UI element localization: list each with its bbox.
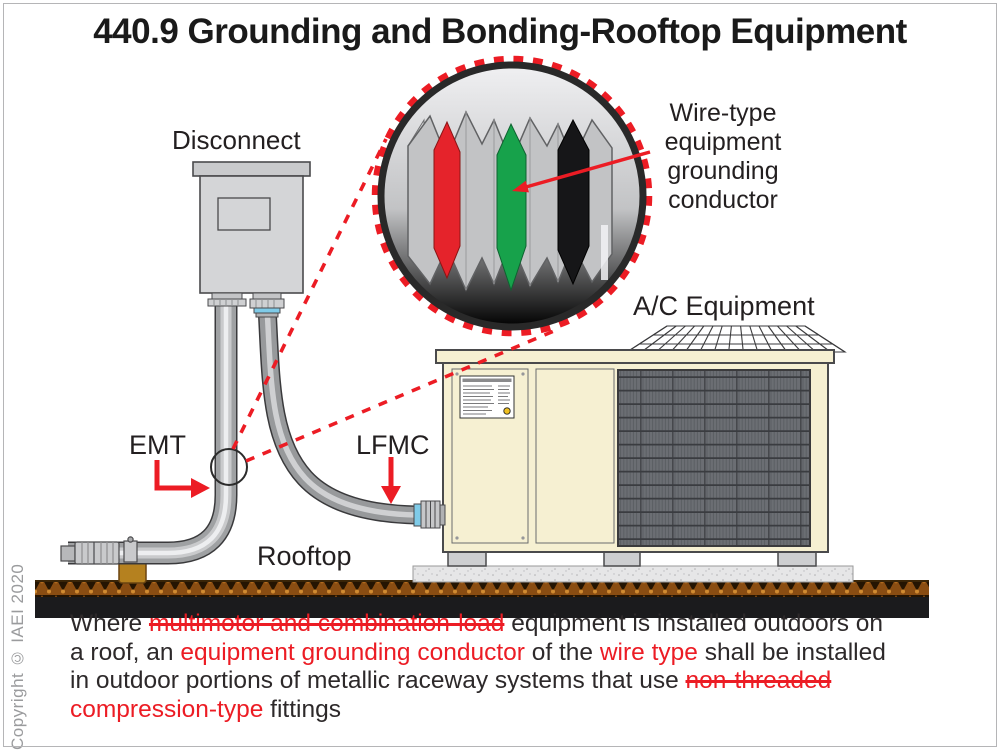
wire-pointer-arrow xyxy=(512,150,651,193)
copyright-notice: Copyright © IAEI 2020 xyxy=(8,563,27,750)
panel-screws xyxy=(455,372,525,540)
nameplate xyxy=(459,375,515,419)
code-text-line-2: a roof, an equipment grounding conductor… xyxy=(70,638,886,666)
disconnect-box xyxy=(192,161,311,318)
zoom-source-circle xyxy=(210,448,248,486)
label-emt: EMT xyxy=(129,430,186,460)
fan-grille-icon xyxy=(625,325,847,353)
magnifier-red-dashed-ring xyxy=(371,55,653,337)
emt-coupling xyxy=(60,541,120,565)
label-ac-equipment: A/C Equipment xyxy=(633,291,815,321)
black-wire xyxy=(557,118,590,286)
label-lfmc: LFMC xyxy=(356,430,430,460)
lfmc-conduit xyxy=(257,305,417,525)
magnifier-circle xyxy=(371,55,653,337)
label-wire-type-egc: Wire-type equipment grounding conductor xyxy=(664,99,782,214)
lfmc-hub xyxy=(249,292,285,318)
condenser-coil xyxy=(617,369,811,547)
lfmc-connector xyxy=(413,500,446,529)
emt-hub xyxy=(207,292,247,307)
ac-access-panel xyxy=(451,368,529,544)
ac-feet xyxy=(447,551,817,567)
emt-conduit xyxy=(68,306,238,565)
conduit-cutaway xyxy=(407,110,613,292)
red-wire xyxy=(433,120,461,280)
code-text-line-4: compression-type fittings xyxy=(70,695,341,723)
label-rooftop: Rooftop xyxy=(257,541,352,571)
certification-mark-icon xyxy=(503,407,511,415)
callout-dashed-line-lower xyxy=(245,326,562,463)
callout-dashed-line-upper xyxy=(231,138,388,450)
green-wire xyxy=(496,122,527,292)
disconnect-label-plate xyxy=(217,197,271,231)
label-disconnect: Disconnect xyxy=(172,125,301,155)
code-text: Where multimotor and combination-load eq… xyxy=(70,610,980,724)
ac-unit xyxy=(435,325,847,567)
concrete-pad xyxy=(412,565,854,583)
page-title: 440.9 Grounding and Bonding-Rooftop Equi… xyxy=(93,12,907,51)
callout-dashed-lines xyxy=(231,138,562,463)
emt-arrow xyxy=(154,460,210,498)
code-text-line-1: Where multimotor and combination-load eq… xyxy=(70,610,884,637)
ac-middle-panel xyxy=(535,368,615,544)
lfmc-arrow xyxy=(381,457,401,504)
code-text-line-3: in outdoor portions of metallic raceway … xyxy=(70,667,832,694)
conduit-strap xyxy=(123,536,138,563)
